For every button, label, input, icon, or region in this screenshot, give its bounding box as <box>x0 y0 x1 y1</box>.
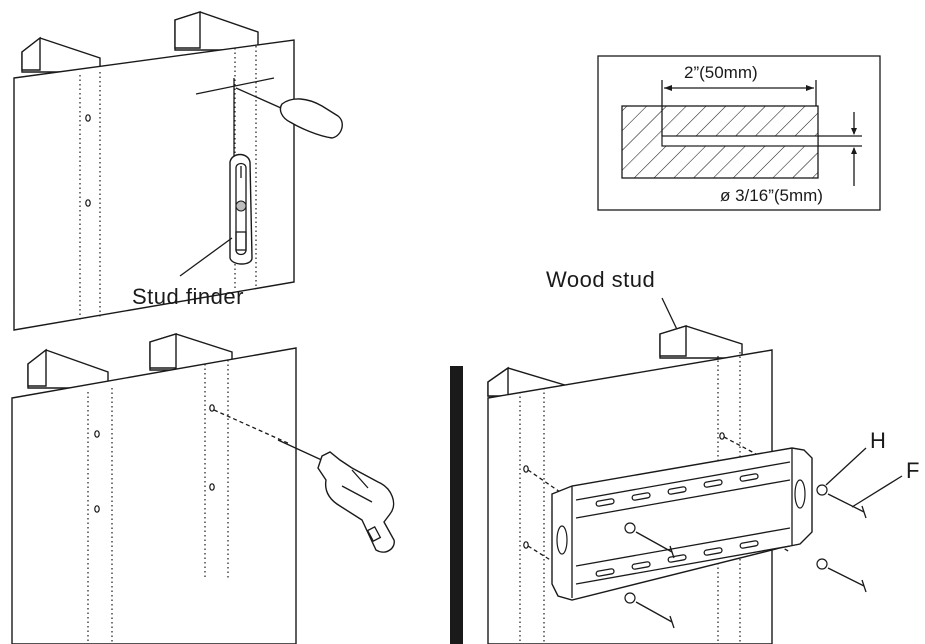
stud-finder-leader <box>179 237 233 277</box>
pilot-hole-mark <box>85 114 91 122</box>
washer-h-icon <box>624 484 828 604</box>
pilot-hole-mark <box>94 505 100 513</box>
pilot-hole-mark <box>94 430 100 438</box>
panel-mark-detail: 2”(50mm) ø 3/16”(5mm) <box>597 55 881 211</box>
stud-finder-icon <box>229 153 253 265</box>
pilot-hole-mark <box>523 541 529 549</box>
panel-mount-bracket: Wood stud <box>450 267 920 644</box>
panel-drill-pilot-holes <box>11 333 395 644</box>
part-h-leader <box>825 447 867 486</box>
lag-bolt-f-icon <box>635 493 867 629</box>
diameter-label: ø 3/16”(5mm) <box>720 186 823 205</box>
pilot-hole-mark <box>719 432 725 440</box>
pilot-hole-mark <box>85 199 91 207</box>
wood-stud-right <box>174 11 259 51</box>
part-f-label: F <box>906 458 920 483</box>
wood-stud-left <box>27 348 109 389</box>
part-h-label: H <box>870 428 886 453</box>
wall-board <box>13 39 295 331</box>
wall-board <box>11 347 297 644</box>
stud-finder-label: Stud finder <box>132 284 244 309</box>
marker-tool-icon <box>235 87 343 139</box>
wood-stud-left <box>21 36 101 73</box>
panel-locate-stud: Stud finder <box>13 11 343 331</box>
part-f-leader <box>851 475 903 508</box>
pilot-hole-mark <box>209 483 215 491</box>
pilot-hole-mark <box>523 465 529 473</box>
wall-edge <box>450 366 463 644</box>
wall-bracket-icon <box>551 447 813 601</box>
pilot-hole-bore <box>661 135 819 147</box>
wood-stud-label: Wood stud <box>546 267 655 292</box>
detail-frame <box>597 55 881 211</box>
bracket-slots <box>595 473 759 577</box>
pilot-hole-mark <box>209 404 215 412</box>
wood-stud-right <box>659 325 743 359</box>
drill-icon <box>277 439 395 553</box>
depth-label: 2”(50mm) <box>684 63 758 82</box>
